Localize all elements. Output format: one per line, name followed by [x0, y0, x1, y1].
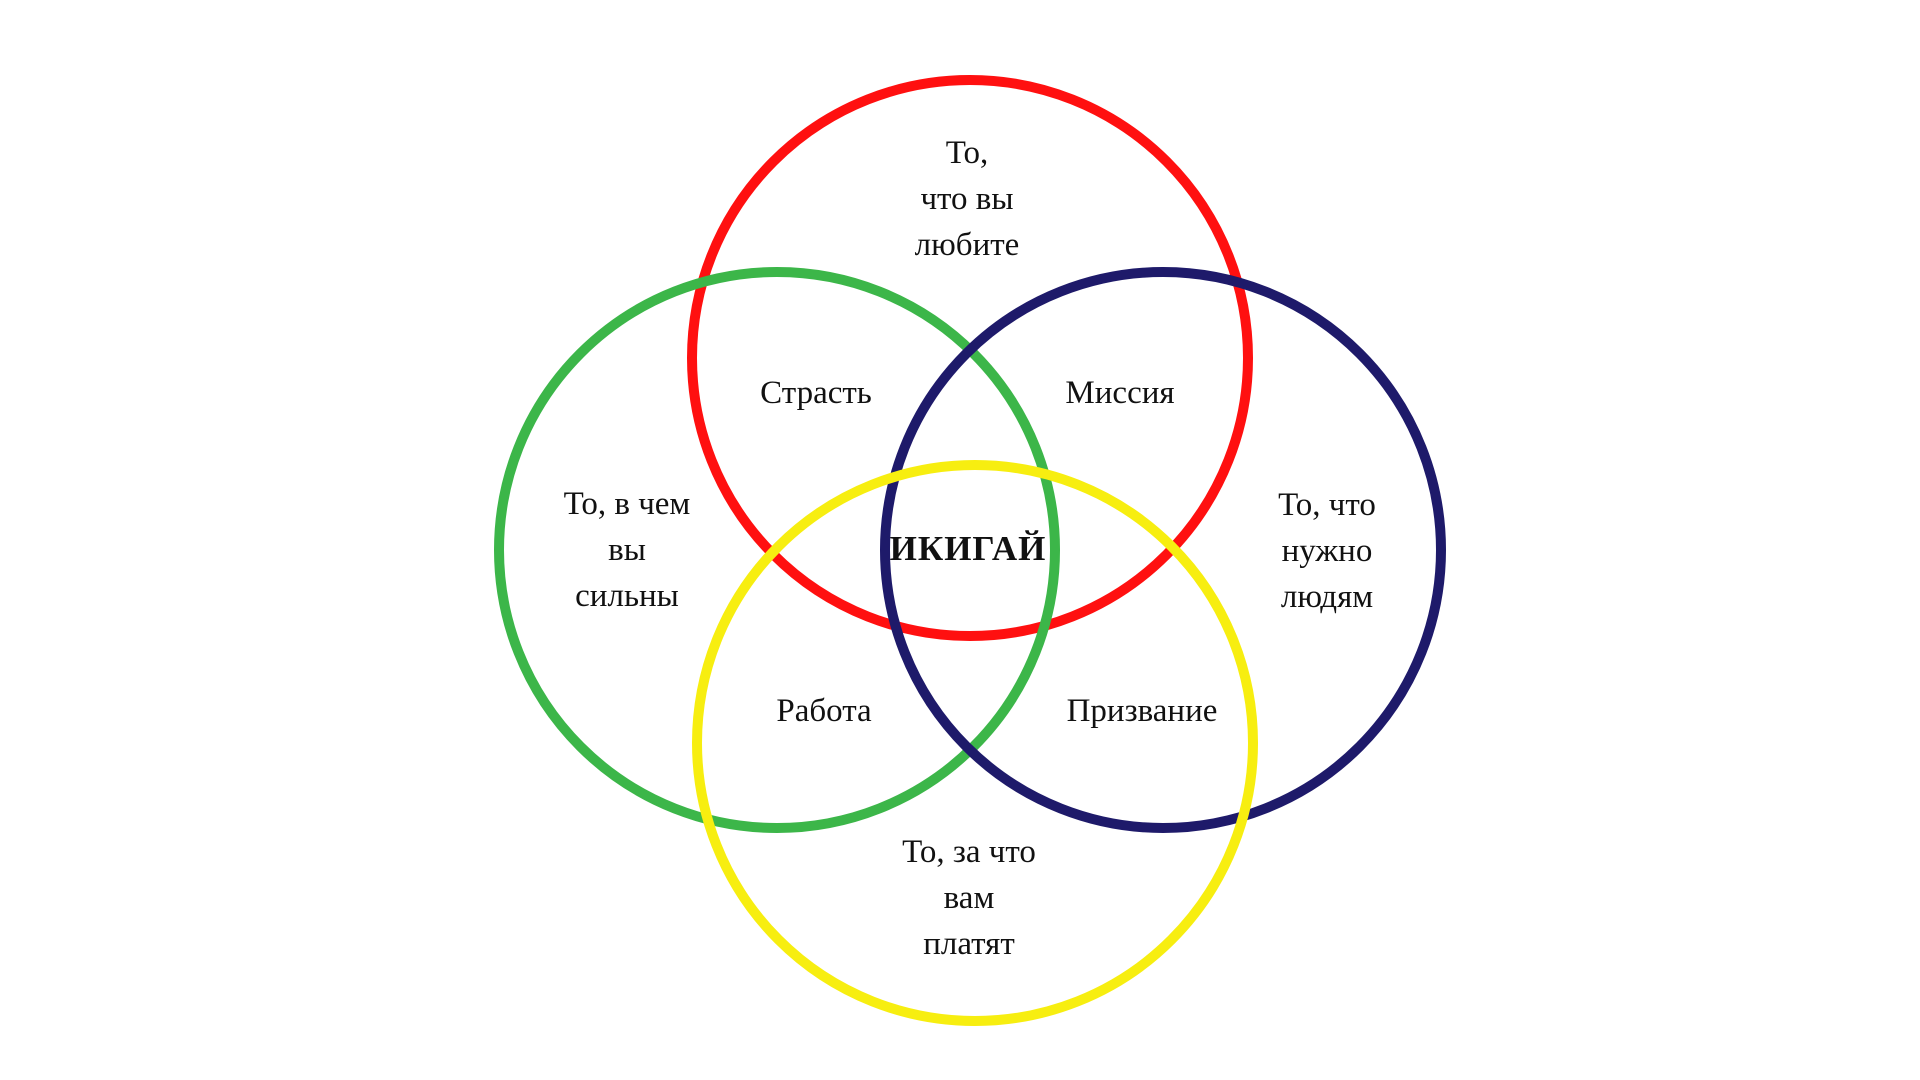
good-at-label-line-3: сильны: [575, 578, 679, 614]
ikigai-center-label: ИКИГАЙ: [889, 529, 1047, 568]
paid-for-label-line-2: вам: [943, 880, 995, 916]
world-needs-label-line-3: людям: [1280, 579, 1374, 615]
good-at-label-line-1: То, в чем: [563, 486, 691, 522]
good-at-label: То, в чем вы сильны: [564, 481, 691, 619]
world-needs-label-line-2: нужно: [1281, 533, 1373, 569]
love-label: То, что вы любите: [915, 130, 1020, 268]
mission-label: Миссия: [1065, 375, 1175, 411]
passion-label: Страсть: [760, 375, 872, 411]
love-label-line-2: что вы: [920, 181, 1014, 217]
love-circle: [687, 75, 1253, 641]
paid-for-label-line-3: платят: [923, 926, 1015, 962]
profession-label: Работа: [776, 693, 872, 729]
paid-for-circle: [692, 460, 1258, 1026]
world-needs-circle: [880, 267, 1446, 833]
paid-for-label: То, за что вам платят: [902, 829, 1036, 967]
world-needs-label-line-1: То, что: [1278, 487, 1376, 523]
world-needs-label: То, что нужно людям: [1278, 482, 1376, 620]
good-at-circle: [494, 267, 1060, 833]
love-label-line-3: любите: [914, 227, 1020, 263]
love-label-line-1: То,: [945, 135, 989, 171]
paid-for-label-line-1: То, за что: [902, 834, 1036, 870]
good-at-label-line-2: вы: [608, 532, 646, 568]
vocation-label: Призвание: [1066, 693, 1218, 729]
